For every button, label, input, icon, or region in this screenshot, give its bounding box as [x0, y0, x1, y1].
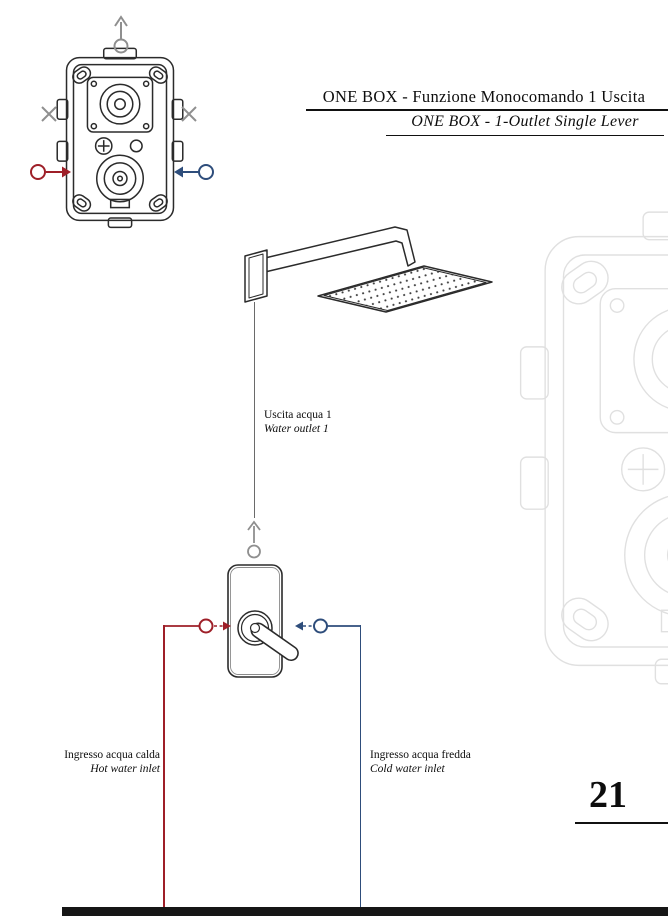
- x-mark-icon: [41, 106, 57, 122]
- x-mark-icon: [181, 106, 197, 122]
- cold-inlet-label: Ingresso acqua fredda Cold water inlet: [370, 748, 520, 776]
- up-arrow-icon: [247, 520, 261, 559]
- cold-supply-line: [359, 625, 362, 908]
- cold-inlet-label-it: Ingresso acqua fredda: [370, 749, 471, 761]
- outlet-riser-line: [254, 302, 255, 518]
- page-bottom-edge: [62, 907, 668, 916]
- page-title: ONE BOX - Funzione Monocomando 1 Uscita: [322, 87, 646, 106]
- watermark-valvebox-drawing: [519, 210, 668, 686]
- outlet-label-it: Uscita acqua 1: [264, 409, 332, 421]
- title-rule: [306, 109, 668, 111]
- subtitle-rule: [386, 135, 664, 136]
- cold-inlet-arrow-icon: [295, 618, 361, 634]
- hot-inlet-label-en: Hot water inlet: [90, 763, 160, 775]
- hot-inlet-label: Ingresso acqua calda Hot water inlet: [48, 748, 160, 776]
- cold-inlet-label-en: Cold water inlet: [370, 763, 445, 775]
- page-number-rule: [575, 822, 668, 824]
- hot-inlet-arrow-icon: [164, 618, 231, 634]
- right-arrow-icon: [30, 164, 71, 180]
- page-subtitle: ONE BOX - 1-Outlet Single Lever: [411, 113, 639, 130]
- left-arrow-icon: [174, 164, 214, 180]
- up-arrow-icon: [113, 15, 129, 54]
- outlet-label: Uscita acqua 1 Water outlet 1: [264, 408, 394, 436]
- mixer-trim-drawing: [227, 564, 299, 678]
- page-number: 21: [589, 774, 627, 816]
- outlet-label-en: Water outlet 1: [264, 423, 329, 435]
- hot-inlet-label-it: Ingresso acqua calda: [64, 749, 160, 761]
- rough-in-box-drawing: [56, 47, 184, 228]
- shower-head-drawing: [244, 226, 493, 313]
- hot-supply-line: [163, 625, 165, 908]
